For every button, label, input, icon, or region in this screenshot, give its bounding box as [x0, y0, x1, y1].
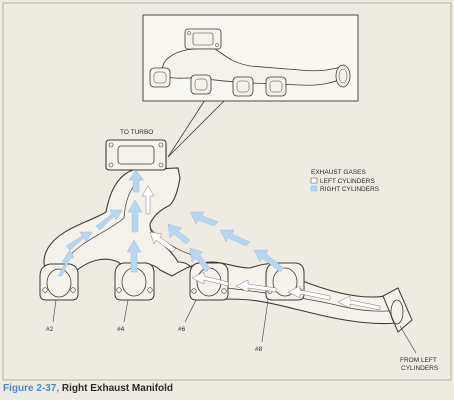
label-cylinder-8: #8	[255, 346, 263, 353]
left-cylinders-flow	[141, 185, 381, 311]
turbo-flange	[105, 139, 167, 171]
cylinder-port-6	[189, 262, 229, 301]
figure-title: Right Exhaust Manifold	[61, 383, 174, 394]
label-to-turbo: TO TURBO	[120, 129, 153, 136]
right-cylinders-flow	[57, 169, 285, 277]
legend-swatch-left	[310, 177, 318, 184]
legend-swatch-right	[310, 185, 318, 192]
figure-caption: Figure 2-37, Right Exhaust Manifold	[3, 383, 173, 394]
legend: EXHAUST GASES LEFT CYLINDERS RIGHT CYLIN…	[310, 169, 380, 193]
figure-frame	[2, 2, 452, 381]
label-cylinder-2: #2	[46, 326, 54, 333]
label-cylinder-6: #6	[178, 326, 186, 333]
figure-number: Figure 2-37,	[3, 383, 60, 394]
callout-line-right	[167, 99, 226, 158]
callout-line-left	[167, 99, 206, 158]
legend-title: EXHAUST GASES	[311, 169, 366, 176]
legend-label-right: RIGHT CYLINDERS	[320, 186, 380, 193]
label-from-left-line2: CYLINDERS	[401, 365, 439, 372]
label-cylinder-4: #4	[117, 326, 125, 333]
label-from-left-line1: FROM LEFT	[400, 357, 437, 364]
inset-view	[142, 14, 359, 158]
cylinder-port-2	[39, 263, 79, 301]
legend-label-left: LEFT CYLINDERS	[320, 178, 375, 185]
crossover-inlet-flange	[382, 287, 413, 333]
